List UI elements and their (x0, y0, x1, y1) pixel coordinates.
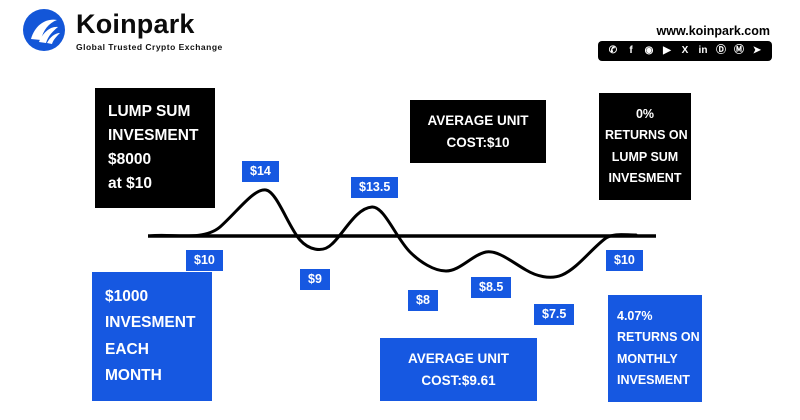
brand-logo: Koinpark Global Trusted Crypto Exchange (22, 8, 223, 52)
avg-cost-monthly-line: COST:$9.61 (421, 372, 496, 388)
brand-tagline: Global Trusted Crypto Exchange (76, 41, 223, 52)
lump-sum-line: $8000 (108, 151, 152, 169)
lump-returns-line: 0% (635, 107, 655, 121)
brand-text: Koinpark Global Trusted Crypto Exchange (76, 9, 223, 52)
price-label-9: $9 (300, 269, 330, 290)
brand-name: Koinpark (76, 8, 195, 39)
monthly-returns-line: RETURNS ON (617, 330, 700, 345)
discord-icon[interactable]: Ⓓ (716, 45, 726, 56)
monthly-returns-line: MONTHLY (617, 351, 678, 366)
facebook-icon[interactable]: f (629, 45, 633, 56)
instagram-icon[interactable]: ◉ (644, 45, 654, 56)
x-twitter-icon[interactable]: X (681, 45, 689, 56)
monthly-investment-box: $1000 INVESMENT EACH MONTH (92, 272, 212, 402)
monthly-line: INVESMENT (105, 314, 196, 332)
koinpark-logo-icon (23, 9, 65, 51)
medium-icon[interactable]: Ⓜ (734, 45, 744, 56)
price-label-8: $8 (408, 290, 438, 311)
monthly-line: EACH (105, 340, 149, 358)
avg-cost-monthly-line: AVERAGE UNIT (407, 351, 509, 366)
price-label-8-5: $8.5 (471, 277, 512, 298)
lump-sum-line: at $10 (108, 175, 152, 193)
youtube-icon[interactable]: ▶ (663, 45, 671, 56)
lump-returns-line: INVESMENT (608, 170, 682, 185)
price-label-7-5: $7.5 (534, 304, 575, 325)
price-label-10-end: $10 (606, 250, 643, 271)
monthly-line: $1000 (105, 288, 149, 305)
average-unit-cost-lump-box: AVERAGE UNIT COST:$10 (410, 100, 546, 164)
telegram-icon[interactable]: ➤ (752, 45, 762, 56)
price-path (148, 188, 638, 279)
linkedin-icon[interactable]: in (698, 45, 708, 56)
monthly-returns-line: INVESMENT (617, 372, 690, 387)
lump-sum-line: INVESMENT (108, 127, 199, 145)
lump-sum-returns-box: 0% RETURNS ON LUMP SUM INVESMENT (599, 93, 691, 200)
average-unit-cost-monthly-box: AVERAGE UNIT COST:$9.61 (380, 338, 537, 402)
monthly-returns-box: 4.07% RETURNS ON MONTHLY INVESMENT (608, 295, 702, 402)
price-label-10-start: $10 (186, 250, 223, 271)
whatsapp-icon[interactable]: ✆ (608, 45, 618, 56)
lump-returns-line: LUMP SUM (611, 149, 679, 164)
lump-sum-investment-box: LUMP SUM INVESMENT $8000 at $10 (95, 88, 215, 209)
lump-returns-line: RETURNS ON (605, 128, 688, 143)
avg-cost-lump-line: COST:$10 (446, 134, 510, 150)
monthly-returns-line: 4.07% (617, 309, 653, 323)
website-url[interactable]: www.koinpark.com (656, 24, 770, 38)
price-label-13-5: $13.5 (351, 177, 399, 198)
monthly-line: MONTH (105, 367, 162, 385)
social-icons-bar: ✆ f ◉ ▶ X in Ⓓ Ⓜ ➤ (598, 41, 772, 61)
price-label-14: $14 (242, 161, 279, 182)
avg-cost-lump-line: AVERAGE UNIT (427, 113, 529, 128)
lump-sum-line: LUMP SUM (108, 103, 191, 120)
